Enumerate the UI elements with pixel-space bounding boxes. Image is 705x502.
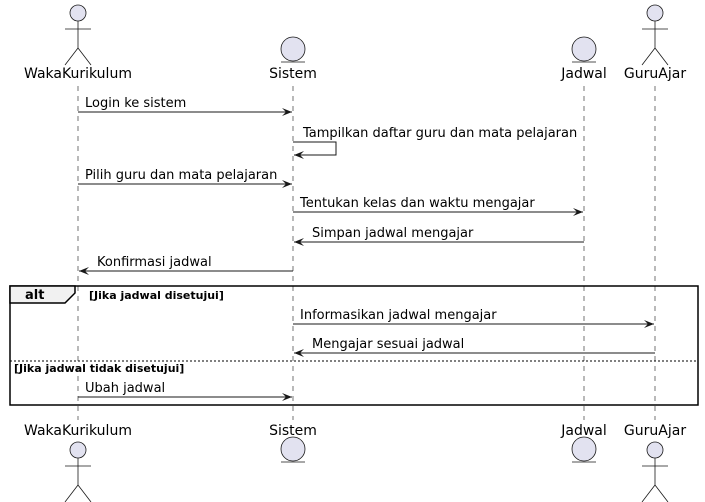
waka-actor-head — [69, 4, 87, 22]
alt-fragment-frame — [9, 285, 699, 406]
arrow-head — [294, 238, 304, 246]
participant-label: GuruAjar — [624, 66, 686, 82]
message-9: Ubah jadwal — [78, 381, 292, 401]
participant-jadwal-top: Jadwal — [560, 36, 607, 82]
participant-label: WakaKurikulum — [24, 423, 132, 439]
arrow-head — [644, 320, 654, 328]
participant-guru-top: GuruAjar — [624, 4, 686, 82]
arrow-head — [573, 208, 583, 216]
guru-actor-head — [646, 4, 664, 22]
participant-label: GuruAjar — [624, 423, 686, 439]
arrow-head — [79, 267, 89, 275]
message-label: Pilih guru dan mata pelajaran — [85, 168, 277, 183]
alt-fragment-keyword: alt — [25, 288, 44, 303]
message-label: Ubah jadwal — [85, 381, 165, 396]
message-3: Pilih guru dan mata pelajaran — [78, 168, 292, 188]
message-label: Login ke sistem — [85, 96, 186, 111]
waka-actor-head — [69, 441, 87, 459]
sistem-entity-circle — [280, 436, 306, 462]
participant-waka-bottom: WakaKurikulum — [24, 423, 132, 502]
message-4: Tentukan kelas dan waktu mengajar — [293, 196, 583, 216]
message-label: Tentukan kelas dan waktu mengajar — [299, 196, 535, 211]
arrow-head — [282, 393, 292, 401]
participant-sistem-top: Sistem — [269, 36, 317, 82]
arrow-head — [282, 108, 292, 116]
message-7: Informasikan jadwal mengajar — [293, 308, 654, 328]
message-label: Simpan jadwal mengajar — [312, 226, 474, 241]
message-6: Konfirmasi jadwal — [79, 255, 293, 275]
arrow-head — [294, 151, 304, 159]
message-label: Informasikan jadwal mengajar — [300, 308, 497, 323]
message-label: Tampilkan daftar guru dan mata pelajaran — [302, 126, 577, 141]
participant-label: Jadwal — [560, 423, 607, 439]
message-8: Mengajar sesuai jadwal — [294, 337, 655, 357]
participant-waka-top: WakaKurikulum — [24, 4, 132, 82]
participants: WakaKurikulumWakaKurikulumSistemSistemJa… — [24, 4, 686, 502]
alt-fragment-tab — [9, 285, 76, 304]
participant-label: Jadwal — [560, 66, 607, 82]
guru-actor-head — [646, 441, 664, 459]
participant-jadwal-bottom: Jadwal — [560, 423, 607, 463]
alt-guard-approved: [Jika jadwal disetujui] — [89, 289, 224, 302]
jadwal-entity-circle — [571, 436, 597, 462]
participant-sistem-bottom: Sistem — [269, 423, 317, 463]
participant-label: WakaKurikulum — [24, 66, 132, 82]
alt-guard-not-approved: [Jika jadwal tidak disetujui] — [14, 362, 184, 375]
alt-fragment: alt [Jika jadwal disetujui] [Jika jadwal… — [9, 285, 699, 406]
participant-guru-bottom: GuruAjar — [624, 423, 686, 502]
participant-label: Sistem — [269, 423, 317, 439]
message-2: Tampilkan daftar guru dan mata pelajaran — [293, 126, 577, 159]
sistem-entity-circle — [280, 36, 306, 62]
message-label: Mengajar sesuai jadwal — [312, 337, 464, 352]
message-label: Konfirmasi jadwal — [97, 255, 212, 270]
participant-label: Sistem — [269, 66, 317, 82]
arrow-head — [282, 180, 292, 188]
message-5: Simpan jadwal mengajar — [294, 226, 584, 246]
arrow-head — [294, 349, 304, 357]
message-arrow — [293, 141, 337, 156]
jadwal-entity-circle — [571, 36, 597, 62]
message-1: Login ke sistem — [78, 96, 292, 116]
